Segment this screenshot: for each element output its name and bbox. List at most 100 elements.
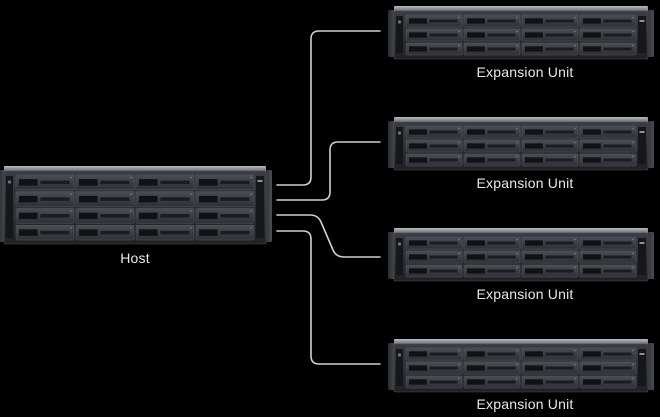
drive-bay [463, 42, 521, 56]
drive-latch-icon [525, 46, 543, 52]
drive-led-icon [516, 141, 518, 144]
drive-bay [405, 347, 463, 361]
drive-led-icon [130, 210, 132, 212]
expansion-unit-label-2: Expansion Unit [476, 175, 574, 191]
drive-bay [463, 361, 521, 375]
drive-bay [521, 375, 579, 389]
drive-vent-icon [160, 214, 190, 218]
drive-vent-icon [429, 380, 458, 384]
drive-vent-icon [487, 366, 516, 370]
drive-vent-icon [603, 241, 632, 245]
handle-strip [638, 349, 646, 386]
drive-led-icon [458, 141, 460, 144]
drive-vent-icon [603, 158, 632, 162]
drive-led-icon [190, 176, 192, 179]
drive-led-icon [250, 193, 252, 196]
drive-bay [463, 153, 521, 167]
drive-bay [579, 375, 637, 389]
drive-bay [405, 264, 463, 278]
control-strip [6, 176, 13, 238]
drive-bay [75, 208, 135, 224]
drive-latch-icon [409, 351, 427, 357]
expansion-unit-3 [388, 228, 654, 282]
drive-bay [521, 14, 579, 28]
control-strip [396, 16, 403, 53]
drive-vent-icon [545, 19, 574, 23]
drive-led-icon [70, 176, 72, 179]
drive-led-icon [458, 377, 460, 380]
expansion-unit-4 [388, 339, 654, 393]
drive-latch-icon [409, 254, 427, 260]
drive-latch-icon [525, 129, 543, 135]
drive-led-icon [516, 377, 518, 380]
drive-bay [463, 125, 521, 139]
drive-led-icon [632, 16, 634, 19]
control-strip [396, 238, 403, 275]
drive-latch-icon [525, 379, 543, 385]
drive-bay [579, 361, 637, 375]
drive-latch-icon [467, 379, 485, 385]
chassis-top [394, 117, 648, 123]
drive-vent-icon [429, 255, 458, 259]
status-led-icon [639, 353, 645, 355]
drive-latch-icon [19, 195, 38, 203]
drive-bay [463, 139, 521, 153]
chassis-top [4, 166, 266, 172]
drive-led-icon [574, 349, 576, 352]
drive-vent-icon [603, 144, 632, 148]
drive-vent-icon [40, 230, 70, 235]
drive-led-icon [632, 44, 634, 47]
drive-vent-icon [220, 197, 250, 201]
drive-led-icon [516, 16, 518, 19]
drive-bay [195, 174, 255, 190]
drive-vent-icon [429, 269, 458, 273]
drive-bay [579, 250, 637, 264]
drive-latch-icon [79, 212, 98, 220]
drive-latch-icon [583, 379, 601, 385]
expansion-unit-2 [388, 117, 654, 171]
drive-led-icon [516, 238, 518, 241]
drive-latch-icon [583, 365, 601, 371]
host-device [0, 166, 272, 245]
drive-vent-icon [545, 366, 574, 370]
drive-vent-icon [160, 230, 190, 235]
drive-vent-icon [220, 180, 250, 185]
drive-led-icon [190, 210, 192, 212]
control-strip [396, 349, 403, 386]
drive-led-icon [574, 16, 576, 19]
drive-vent-icon [429, 47, 458, 51]
drive-latch-icon [79, 179, 98, 186]
drive-bay [579, 28, 637, 42]
drive-led-icon [632, 363, 634, 366]
drive-vent-icon [220, 230, 250, 235]
drive-vent-icon [487, 33, 516, 37]
drive-led-icon [574, 363, 576, 366]
chassis-top [394, 339, 648, 345]
drive-bay [521, 236, 579, 250]
drive-latch-icon [19, 212, 38, 220]
drive-latch-icon [409, 379, 427, 385]
drive-vent-icon [429, 352, 458, 356]
drive-latch-icon [583, 268, 601, 274]
drive-vent-icon [603, 366, 632, 370]
drive-bay [135, 191, 195, 207]
drive-latch-icon [467, 157, 485, 163]
drive-bay [75, 174, 135, 190]
drive-led-icon [458, 238, 460, 241]
drive-led-icon [574, 252, 576, 255]
drive-bay [579, 14, 637, 28]
drive-led-icon [458, 266, 460, 269]
drive-latch-icon [467, 240, 485, 246]
drive-bay [463, 347, 521, 361]
drive-latch-icon [525, 18, 543, 24]
drive-latch-icon [139, 229, 158, 236]
drive-bay [521, 42, 579, 56]
drive-led-icon [130, 193, 132, 196]
drive-led-icon [574, 141, 576, 144]
drive-led-icon [250, 210, 252, 212]
drive-latch-icon [139, 179, 158, 186]
drive-bay [405, 361, 463, 375]
drive-bay [521, 153, 579, 167]
drive-bay [405, 14, 463, 28]
drive-bay [579, 264, 637, 278]
